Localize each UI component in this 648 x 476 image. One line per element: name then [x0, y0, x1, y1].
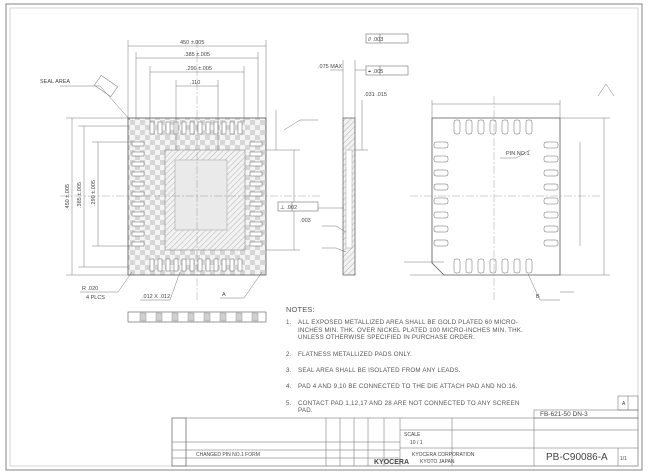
scale-value: 10 / 1 [410, 440, 423, 446]
company-name: KYOCERA CORPORATION [412, 452, 475, 458]
note-text: FLATNESS METALLIZED PADS ONLY. [298, 350, 413, 358]
view-right-label: B [536, 294, 540, 300]
notes-header: NOTES: [286, 305, 315, 314]
dimension-labels-top: 450 ±.005 .385 ±.005 .290 ±.005 .110 [180, 40, 212, 86]
note-text: SEAL AREA SHALL BE ISOLATED FROM ANY LEA… [298, 367, 461, 375]
note-number: 1. [286, 319, 292, 327]
note-number: 2. [286, 350, 292, 358]
note-item: 3. SEAL AREA SHALL BE ISOLATED FROM ANY … [286, 367, 536, 374]
dim-side-step: .031 .015 [364, 92, 387, 98]
note-item: 2. FLATNESS METALLIZED PADS ONLY. [286, 351, 536, 358]
note-text: CONTACT PAD 1,12,17 AND 28 ARE NOT CONNE… [298, 399, 520, 415]
scale-label: SCALE [404, 432, 421, 438]
dim-pad-height: .385 ±.005 [77, 182, 83, 208]
package-bottom-view: PIN NO.1 B [404, 83, 615, 301]
fcf-group [277, 33, 409, 212]
dim-side-flat: .003 [300, 218, 311, 224]
radius-places-label: 4 PLCS [86, 295, 105, 301]
cavity-section-strip [127, 311, 267, 323]
pin1-label: PIN NO.1 [506, 151, 530, 157]
dim-overall-height: .450 ±.005 [65, 184, 71, 210]
part-number-top: FB-621-50 DN-3 [540, 411, 588, 418]
revision-letter: A [622, 401, 626, 407]
fcf-perpendicular: ⊥ .002 [280, 204, 297, 211]
kyocera-logo: KYOCERA [374, 459, 409, 466]
dim-overall-width: 450 ±.005 [180, 40, 204, 46]
company-sub: KYOTO JAPAN [420, 459, 455, 465]
fcf-position: ⌖ .005 [368, 69, 383, 75]
notes-block: NOTES: 1. ALL EXPOSED METALLIZED AREA SH… [286, 306, 536, 424]
note-text: PAD 4 AND 9,10 BE CONNECTED TO THE DIE A… [298, 383, 518, 391]
dim-side-height: .075 MAX [318, 64, 342, 70]
dim-pad-span: .385 ±.005 [184, 52, 210, 58]
chamfer-label: .012 X .012 [142, 294, 170, 300]
pin1-indicator [94, 75, 118, 97]
note-item: 1. ALL EXPOSED METALLIZED AREA SHALL BE … [286, 319, 536, 341]
fcf-parallel: // .003 [368, 37, 383, 43]
note-item: 4. PAD 4 AND 9,10 BE CONNECTED TO THE DI… [286, 383, 536, 390]
dim-die-pad: .110 [190, 80, 200, 86]
note-number: 3. [286, 367, 292, 375]
rev-note: CHANGED PIN NO.1 FORM [196, 452, 260, 458]
sheet-number: 1/1 [620, 456, 627, 462]
drawing-number: PB-C90086-A [546, 452, 608, 463]
dim-cavity-width: .290 ±.005 [186, 66, 212, 72]
seal-area-label: SEAL AREA [40, 79, 70, 85]
note-item: 5. CONTACT PAD 1,12,17 AND 28 ARE NOT CO… [286, 400, 536, 415]
sheet-border [5, 3, 643, 471]
package-side-view: // .003 ⌖ .005 ⊥ .002 .075 MAX .031 .015… [277, 33, 409, 276]
title-block [171, 395, 639, 467]
dim-cavity-height: .290 ±.005 [91, 180, 97, 206]
package-top-view: 450 ±.005 .385 ±.005 .290 ±.005 .110 .45… [40, 40, 320, 323]
view-left-label: A [222, 292, 226, 298]
note-number: 5. [286, 399, 292, 407]
note-number: 4. [286, 383, 292, 391]
radius-label: R .020 [82, 286, 98, 292]
note-text: ALL EXPOSED METALLIZED AREA SHALL BE GOL… [298, 319, 523, 342]
